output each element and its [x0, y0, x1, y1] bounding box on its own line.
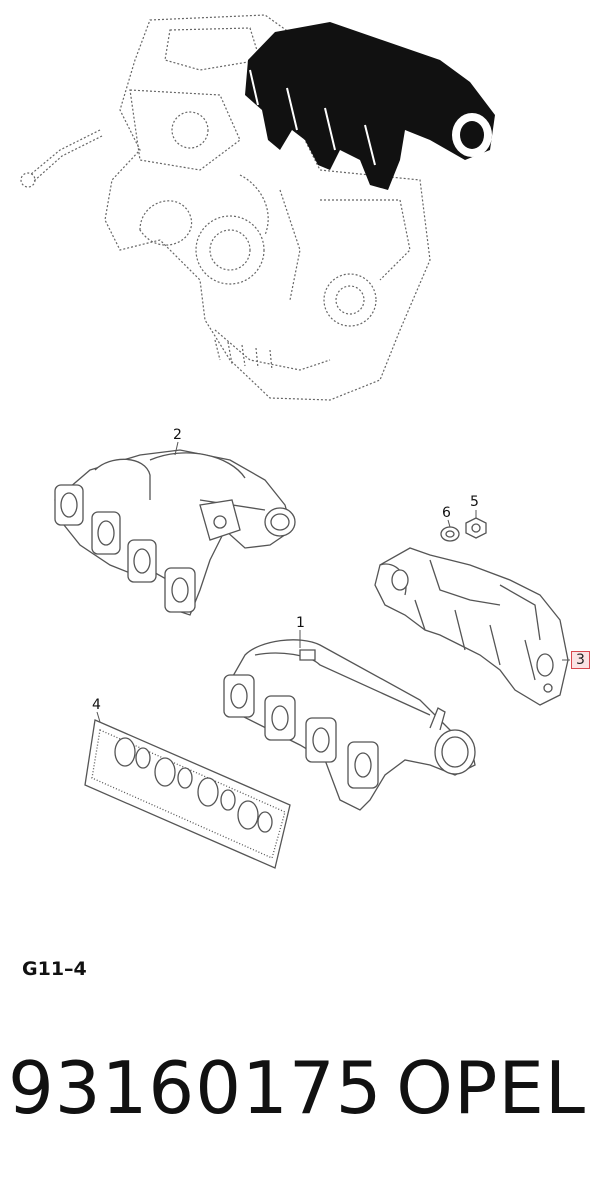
parts-diagram	[20, 14, 570, 869]
part-number: 93160175	[8, 1046, 383, 1130]
part-1-manifold	[223, 639, 476, 811]
callout-5: 5	[470, 494, 479, 510]
callout-1: 1	[296, 615, 305, 631]
part-info: 93160175 OPEL	[8, 1052, 586, 1124]
figure-code: G11–4	[22, 958, 87, 980]
part-5-nut	[465, 517, 487, 539]
callout-6: 6	[442, 505, 451, 521]
callout-2: 2	[173, 427, 182, 443]
part-6-washer	[440, 526, 460, 542]
part-4-gasket	[84, 719, 291, 869]
part-2-manifold	[54, 449, 296, 616]
callout-leaders	[96, 441, 570, 723]
highlighted-manifold-on-engine	[245, 22, 495, 190]
callout-3-highlighted: 3	[571, 651, 590, 669]
callout-4: 4	[92, 697, 101, 713]
part-3-manifold	[374, 547, 569, 706]
engine-assembly-drawing	[20, 14, 431, 401]
brand-name: OPEL	[396, 1046, 586, 1130]
